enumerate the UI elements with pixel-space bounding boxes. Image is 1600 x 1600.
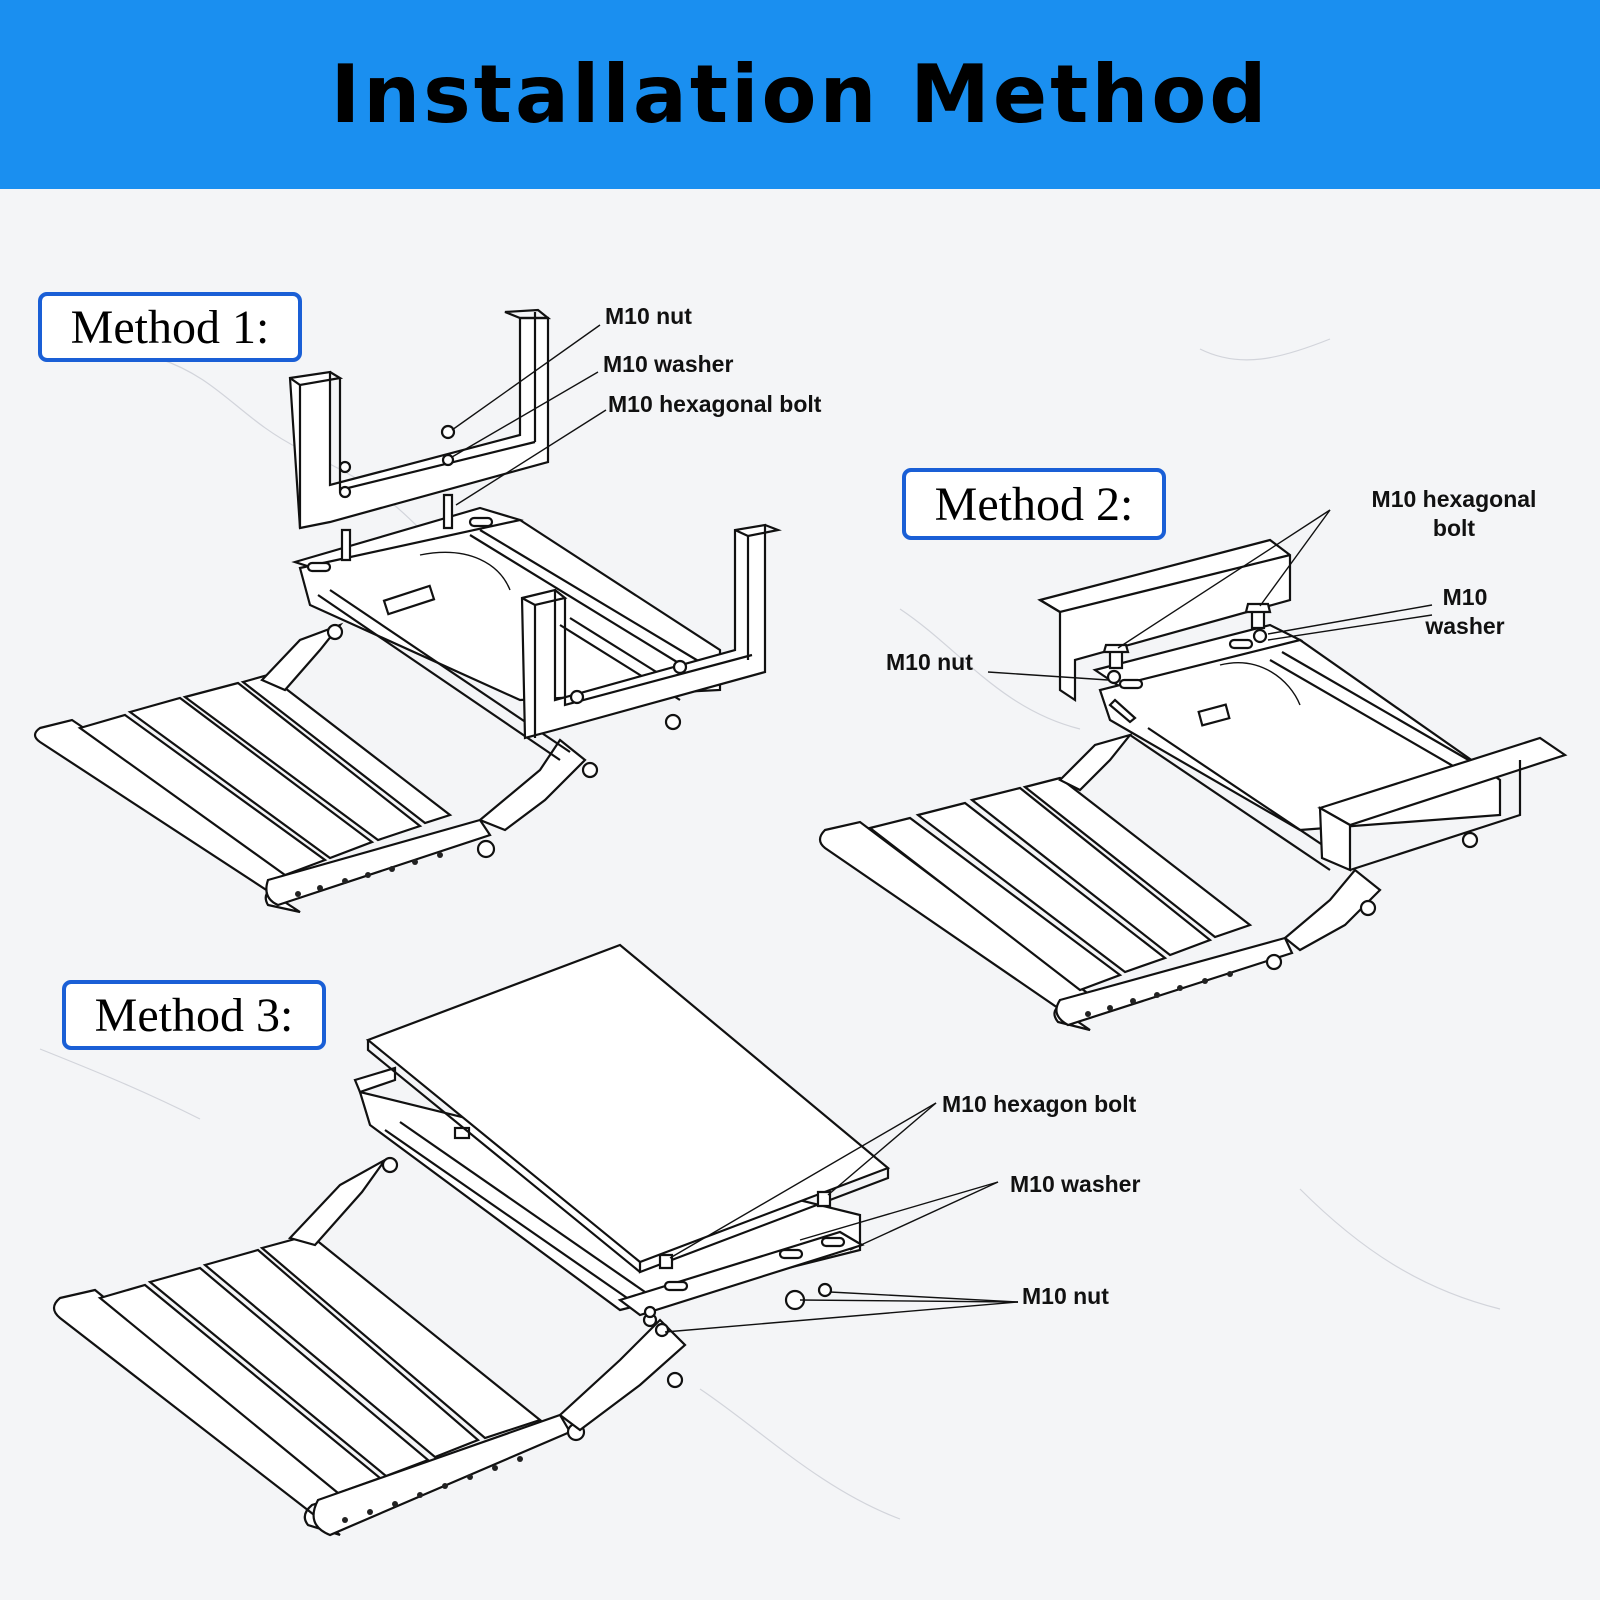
- method-3-label: Method 3:: [62, 980, 326, 1050]
- method-1-step-treads: [33, 673, 496, 914]
- method-1-bolts: [340, 493, 454, 562]
- method-1-washer-label: M10 washer: [603, 351, 734, 377]
- method-3-illustration: [52, 943, 1019, 1537]
- method-2-angle-brackets: [1037, 538, 1568, 872]
- method-1-label: Method 1:: [38, 292, 302, 362]
- method-1-illustration: [33, 308, 782, 914]
- method-2-leader-lines: [987, 509, 1433, 681]
- method-1-u-frame-upper: [288, 308, 552, 530]
- method-2-linkage: [1058, 732, 1479, 952]
- method-2-bolts: [1102, 602, 1272, 685]
- header-banner: Installation Method: [0, 0, 1600, 189]
- method-3-bolt-label: M10 hexagon bolt: [942, 1091, 1137, 1117]
- method-2-step-treads: [818, 776, 1294, 1032]
- method-1-bolt-label: M10 hexagonal bolt: [608, 391, 822, 417]
- method-2-bolt-label-line1: M10 hexagonal: [1371, 486, 1537, 512]
- method-1-u-frame-lower: [520, 523, 782, 740]
- page-title: Installation Method: [330, 48, 1270, 141]
- method-3-plate-board: [365, 943, 891, 1274]
- method-2-nut-label: M10 nut: [886, 649, 973, 675]
- method-3-step-treads: [52, 1233, 586, 1537]
- method-2-bolt-label: M10 hexagonal bolt: [1354, 485, 1554, 543]
- method-3-washer-label: M10 washer: [1010, 1171, 1141, 1197]
- method-3-leader-lines: [664, 1102, 1019, 1333]
- method-1-linkage: [260, 622, 599, 832]
- method-1-leader-lines: [451, 324, 607, 506]
- method-2-mounting-plate: [1092, 623, 1502, 871]
- method-1-mounting-plate: [291, 506, 722, 761]
- method-2-bolt-label-line2: bolt: [1432, 515, 1476, 541]
- method-1-nut-label: M10 nut: [605, 303, 692, 329]
- method-3-bolts: [658, 1190, 832, 1270]
- method-2-illustration: [818, 509, 1568, 1032]
- method-2-label: Method 2:: [902, 468, 1166, 540]
- method-2-washer-label: M10 washer: [1415, 583, 1515, 641]
- method-3-nut-label: M10 nut: [1022, 1283, 1109, 1309]
- method-2-washer-label-line1: M10: [1442, 584, 1488, 610]
- method-3-linkage: [287, 1156, 687, 1432]
- method-2-washer-label-line2: washer: [1425, 613, 1505, 639]
